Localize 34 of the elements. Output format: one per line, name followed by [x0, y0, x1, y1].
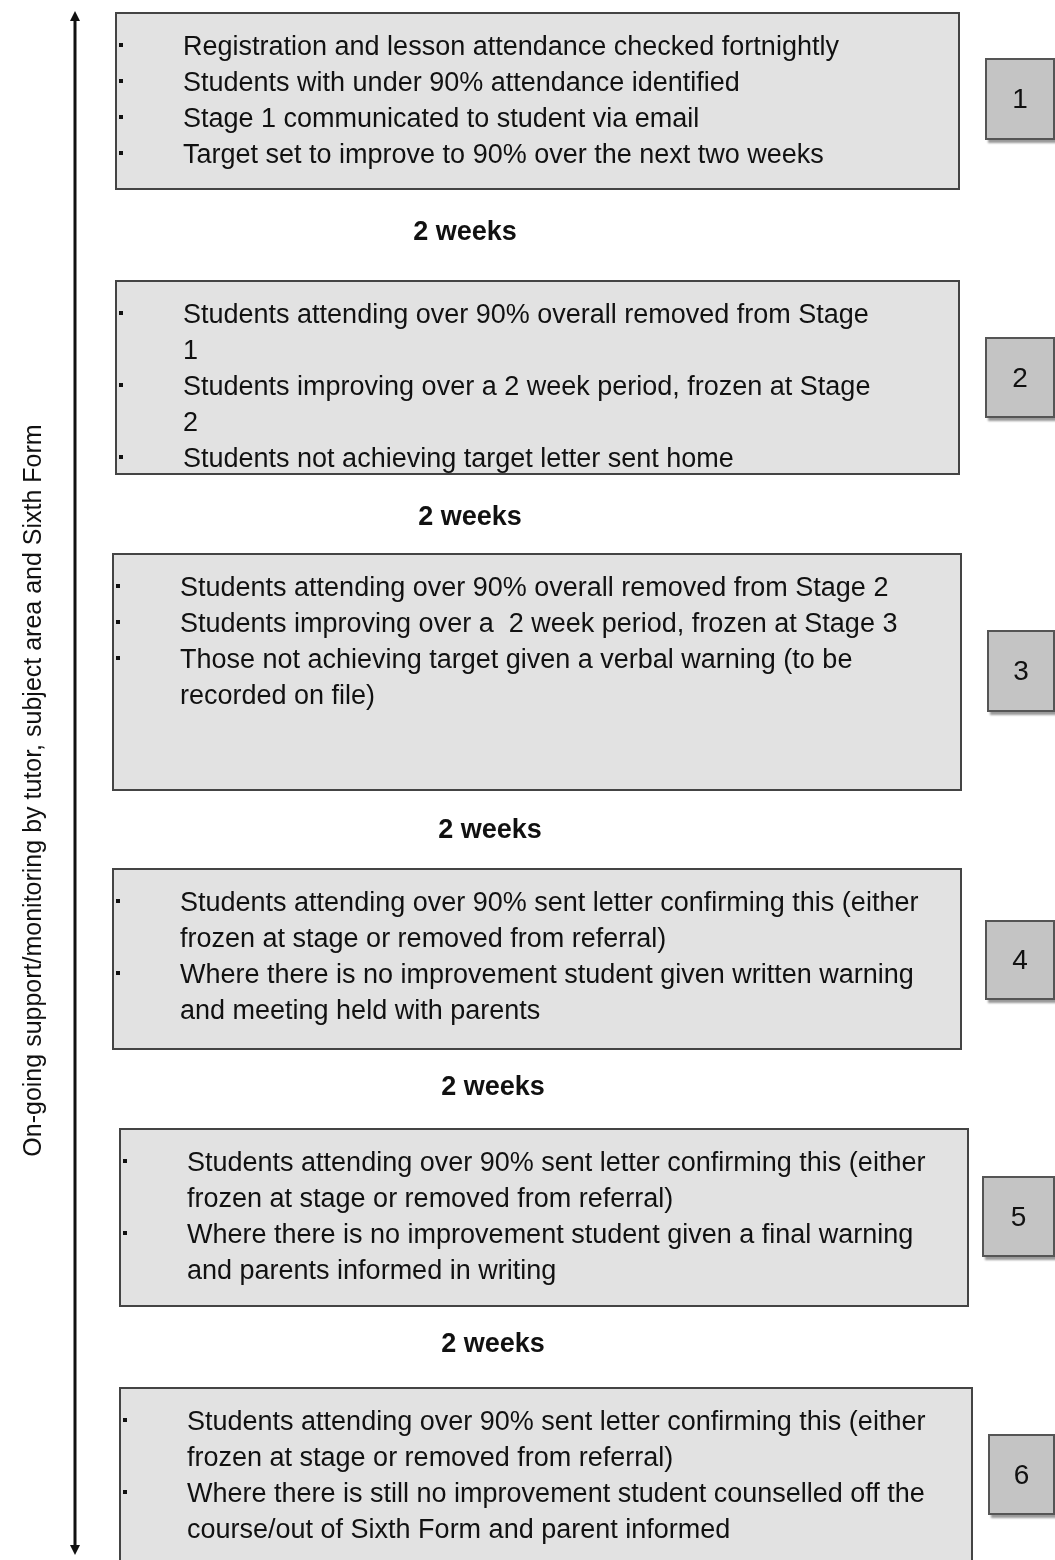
- stage-number: 2: [985, 337, 1055, 418]
- stage-number: 6: [988, 1434, 1055, 1515]
- bullet-text: Students improving over a 2 week period, frozen at Stage 3: [180, 608, 898, 638]
- bullet-text: Students with under 90% attendance identified: [183, 67, 740, 97]
- interval-label: 2 weeks: [440, 1071, 546, 1102]
- stage-number: 5: [982, 1176, 1055, 1257]
- stage-number: 4: [985, 920, 1055, 1000]
- stage-box: [112, 553, 962, 791]
- interval-label: 2 weeks: [412, 216, 518, 247]
- bullet-text: Where there is no improvement student given a final warning and parents informed in writing: [187, 1219, 915, 1285]
- bullet-text: Students improving over a 2 week period, frozen at Stage 2: [183, 371, 872, 437]
- bullet-text: Students attending over 90% overall removed from Stage 1: [183, 299, 870, 365]
- bullet-text: Target set to improve to 90% over the next two weeks: [183, 139, 824, 169]
- stage-box: [119, 1128, 969, 1307]
- stage-box: [112, 868, 962, 1050]
- interval-label: 2 weeks: [417, 501, 523, 532]
- stage-number: 1: [985, 58, 1055, 140]
- bullet-text: Registration and lesson attendance checked fortnightly: [183, 31, 839, 61]
- bullet-text: Students attending over 90% overall removed from Stage 2: [180, 572, 889, 602]
- bullet-text: Students attending over 90% sent letter confirming this (either frozen at stage or removed from referral): [187, 1406, 927, 1472]
- bullet-text: Stage 1 communicated to student via email: [183, 103, 700, 133]
- stage-number: 3: [987, 630, 1055, 712]
- bullet-text: Students attending over 90% sent letter confirming this (either frozen at stage or removed from referral): [180, 887, 920, 953]
- bullet-text: Those not achieving target given a verbal warning (to be recorded on file): [180, 644, 854, 710]
- stage-box: [115, 280, 960, 475]
- interval-label: 2 weeks: [437, 814, 543, 845]
- vertical-caption: On-going support/monitoring by tutor, subject area and Sixth Form: [17, 423, 47, 1157]
- interval-label: 2 weeks: [440, 1328, 546, 1359]
- bullet-text: Where there is no improvement student given written warning and meeting held with parents: [180, 959, 915, 1025]
- bullet-text: Students not achieving target letter sent home: [183, 443, 734, 473]
- bullet-text: Students attending over 90% sent letter confirming this (either frozen at stage or removed from referral): [187, 1147, 927, 1213]
- bullet-text: Where there is still no improvement student counselled off the course/out of Sixth Form and parent informed: [187, 1478, 926, 1544]
- stage-box: [119, 1387, 973, 1560]
- stage-box: [115, 12, 960, 190]
